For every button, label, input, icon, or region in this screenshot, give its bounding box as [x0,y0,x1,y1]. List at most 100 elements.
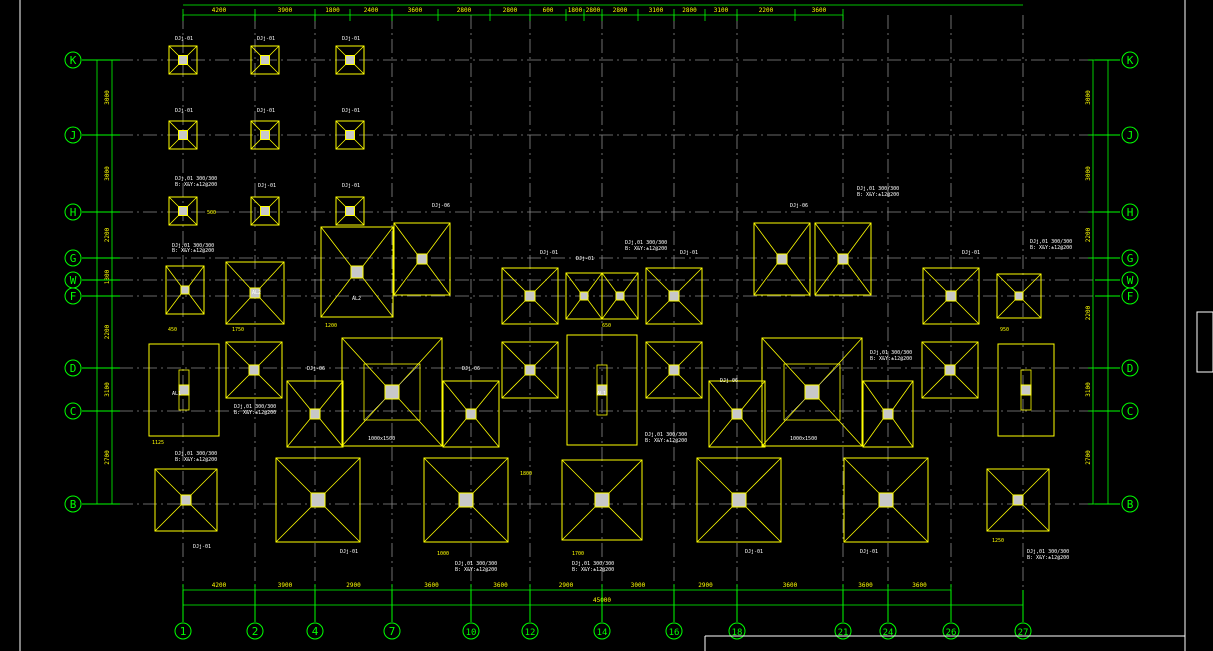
footing-slope-line [741,380,766,410]
axis-label-G: G [1127,252,1134,265]
column-section [178,130,188,140]
footing-slope-line [286,418,311,448]
footing-slope-line [696,457,733,494]
footing-slope-line [250,196,261,207]
footing-slope-line [623,272,639,293]
footing [696,457,782,543]
dim-text: 1800 [520,471,532,477]
footing-slope-line [761,398,806,447]
axis-label-W: W [1127,274,1134,287]
column-section [260,130,270,140]
footing-slope-line [955,267,980,292]
axis-label-K: K [1127,54,1134,67]
column-section [249,287,261,299]
footing-slope-line [1022,504,1050,532]
footing-slope-line [165,265,182,287]
top-dim-text: 2400 [364,7,379,14]
axis-label-26: 26 [946,628,957,638]
footing-annotation: DJj-01 [342,108,360,114]
footing-annotation: DJj-06 [462,366,480,372]
footing [250,120,280,150]
axis-label-D: D [70,362,77,375]
footing-outline [566,334,638,446]
footing-slope-line [475,418,500,448]
column-section [309,408,321,420]
footing-annotation: DJj,01 300/300 [1027,549,1069,555]
footing-slope-line [335,45,346,56]
footing-slope-line [269,64,280,75]
footing-slope-line [472,457,509,494]
axis-label-2: 2 [252,625,259,638]
axis-label-4: 4 [312,625,319,638]
footing-slope-line [168,196,179,207]
footing [165,265,205,315]
footing-slope-line [534,341,559,366]
footing-slope-line [354,120,365,131]
column-section [178,55,188,65]
axis-bubble-24 [879,622,897,640]
footing-slope-line [741,418,766,448]
column-section [458,492,474,508]
footing-slope-line [250,139,261,150]
footing-slope-line [818,337,863,386]
footing [225,341,283,399]
footing-annotation: DJj-01 [576,256,594,262]
column-section [178,206,188,216]
footing-slope-line [188,265,205,287]
footing-slope-line [601,299,617,320]
footing-slope-line [645,341,670,366]
footing-slope-line [354,64,365,75]
footing-slope-line [1022,299,1042,319]
footing-outline [393,222,451,296]
footing-slope-line [250,64,261,75]
footing-slope-line [608,459,643,494]
footing-slope-line [225,374,250,399]
drawing-frame [19,0,1213,651]
footing-slope-line [921,374,946,399]
column-section [668,290,680,302]
footing-annotation: B: X&Y:±12@200 [870,356,912,362]
footing-annotation: DJj-01 [175,108,193,114]
footing-annotation: DJj-01 [745,549,763,555]
footing-annotations: DJj-01DJj-01DJj-01DJj-01DJj-01DJj-01DJj,… [152,36,1072,573]
bottom-dim-text: 2900 [559,582,574,589]
footing-slope-line [188,293,205,315]
axis-bubble-F [64,287,82,305]
footing-outline [154,468,218,532]
axis-label-J: J [1127,129,1134,142]
top-dim-text: 1800 [568,7,583,14]
axis-bubble-G [1121,249,1139,267]
footing-slope-line [320,277,352,318]
axis-label-F: F [70,290,77,303]
column-section [524,364,536,376]
top-dim-text: 2800 [503,7,518,14]
axis-label-27: 27 [1018,628,1029,638]
bottom-dim-text: 3600 [424,582,439,589]
footing [250,196,280,226]
footing-annotation: DJj,01 300/300 [857,186,899,192]
footing-annotation: DJj-06 [307,366,325,372]
footing-slope-line [1022,468,1050,496]
footing-slope-line [954,341,979,366]
footing-annotation: DJj-01 [860,549,878,555]
footing-hatch-line [837,363,841,367]
axis-bubble-D [64,359,82,377]
footing-slope-line [847,263,872,296]
footing-slope-line [168,45,179,56]
footing-slope-line [187,120,198,131]
footing-annotation: DJj,01 300/300 [870,350,912,356]
footing-slope-line [225,261,251,289]
footing-slope-line [501,341,526,366]
axis-label-16: 16 [669,628,680,638]
footing [921,341,979,399]
footing [501,267,559,325]
column-section [260,55,270,65]
footing-slope-line [354,139,365,150]
axis-bubble-21 [834,622,852,640]
footing-slope-line [986,504,1014,532]
bottom-dim-text: 3000 [631,582,646,589]
axis-label-21: 21 [838,628,849,638]
footing-annotation: DJj-06 [432,203,450,209]
column-section [465,408,477,420]
footing-outline [922,267,980,325]
